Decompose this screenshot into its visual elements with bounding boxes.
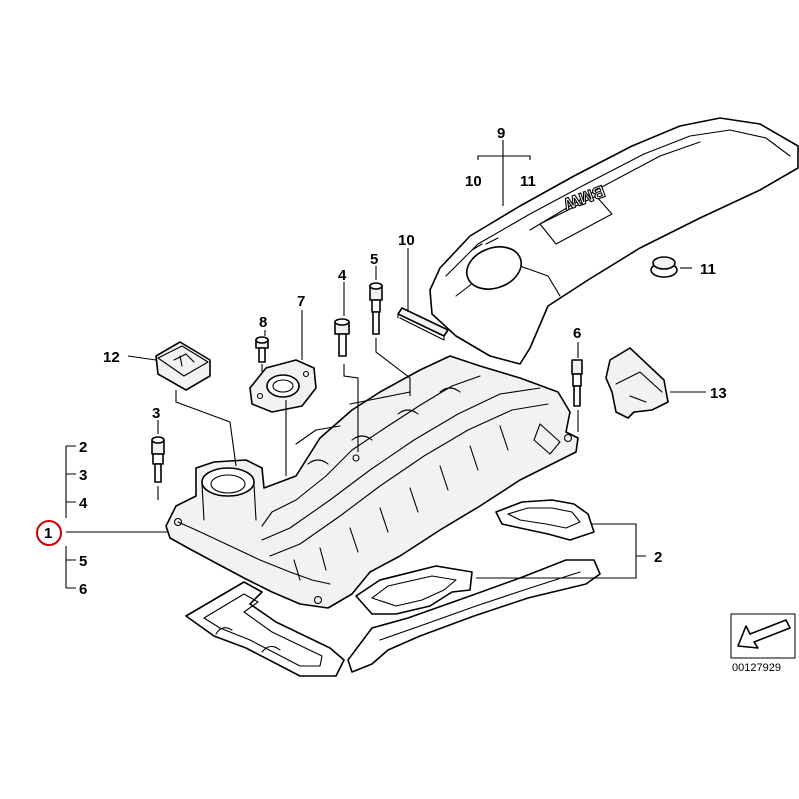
- label-item-11[interactable]: 11: [700, 261, 716, 278]
- label-item-1[interactable]: 1: [44, 525, 52, 542]
- bolt-item-8[interactable]: [255, 336, 269, 363]
- seal-strip[interactable]: [397, 307, 449, 341]
- view-direction-box: 00127929: [730, 613, 796, 674]
- label-item-3[interactable]: 3: [152, 405, 160, 422]
- label-item-2[interactable]: 2: [654, 549, 662, 566]
- gasket-set[interactable]: [185, 499, 601, 677]
- label-item-13[interactable]: 13: [710, 385, 727, 402]
- label-item-4-list[interactable]: 4: [79, 495, 88, 512]
- cover-bracket[interactable]: [605, 347, 669, 419]
- bolt-item-4[interactable]: [334, 318, 350, 357]
- label-item-10-sub[interactable]: 10: [465, 173, 482, 190]
- item-labels: 1 2 3 4 5 6 2 3 4 5 6 7 8 9 10 11 10 11 …: [36, 125, 727, 598]
- label-item-8[interactable]: 8: [259, 314, 267, 331]
- label-item-2-list[interactable]: 2: [79, 439, 87, 456]
- label-item-10[interactable]: 10: [398, 232, 415, 249]
- oil-filler-cap[interactable]: [155, 341, 211, 391]
- label-item-7[interactable]: 7: [297, 293, 305, 310]
- label-item-4[interactable]: 4: [338, 267, 347, 284]
- label-item-6[interactable]: 6: [573, 325, 581, 342]
- label-item-6-list[interactable]: 6: [79, 581, 87, 598]
- label-item-5-list[interactable]: 5: [79, 553, 87, 570]
- label-item-11-sub[interactable]: 11: [520, 173, 536, 190]
- direction-arrow-icon: [737, 619, 791, 649]
- engine-cover[interactable]: BMW: [429, 117, 799, 365]
- stud-item-6[interactable]: [571, 359, 583, 407]
- grommet[interactable]: [650, 256, 678, 278]
- selected-item-highlight: [36, 520, 62, 546]
- cylinder-head-cover[interactable]: [165, 355, 579, 609]
- stud-item-3[interactable]: [151, 436, 165, 483]
- diagram-number: 00127929: [732, 662, 781, 674]
- label-item-12[interactable]: 12: [103, 349, 120, 366]
- label-item-5[interactable]: 5: [370, 251, 378, 268]
- label-item-9[interactable]: 9: [497, 125, 505, 142]
- stud-item-5[interactable]: [369, 282, 383, 335]
- leader-lines: [65, 140, 706, 589]
- sealing-flange[interactable]: [249, 359, 317, 413]
- label-item-3-list[interactable]: 3: [79, 467, 87, 484]
